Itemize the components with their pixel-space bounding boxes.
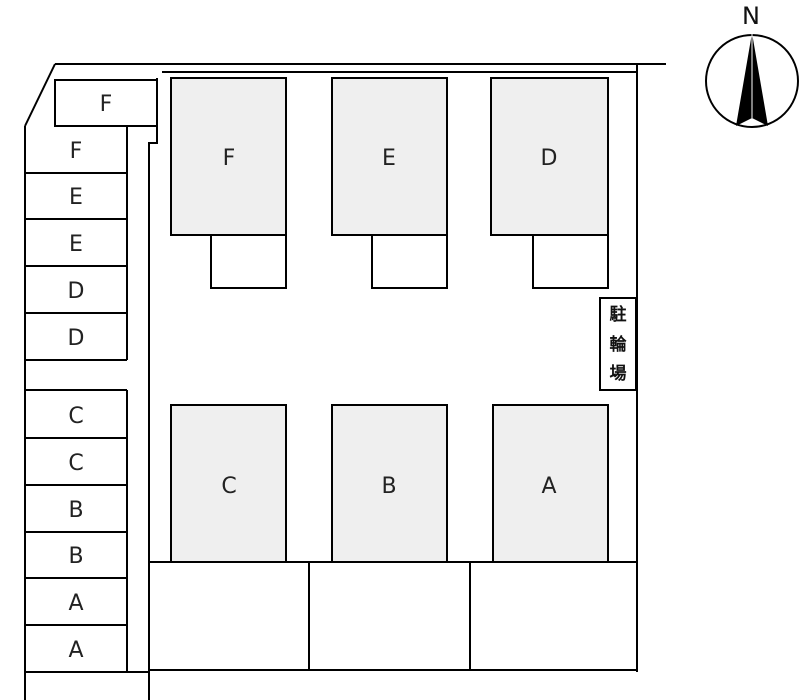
parking-slot-angled <box>54 79 158 127</box>
parking-label: D <box>68 279 85 304</box>
inner-lot-edge <box>148 78 158 700</box>
building-label: C <box>221 474 236 499</box>
compass-north-label: N <box>742 2 760 30</box>
bicycle-parking-char: 駐 <box>610 304 627 325</box>
annex-top-2 <box>371 234 448 289</box>
bicycle-parking-char: 輪 <box>610 334 628 355</box>
building-label: A <box>541 474 556 499</box>
parking-label: D <box>68 326 85 351</box>
building-top-1 <box>170 77 287 236</box>
parking-label: C <box>68 404 83 429</box>
building-bottom-2 <box>331 404 448 563</box>
building-top-2 <box>331 77 448 236</box>
annex-top-1 <box>210 234 287 289</box>
parking-label: F <box>70 139 83 164</box>
building-label: F <box>223 146 236 171</box>
parking-label: B <box>68 544 83 569</box>
parking-label: B <box>68 498 83 523</box>
building-bottom-1 <box>170 404 287 563</box>
parking-label: C <box>68 451 83 476</box>
bicycle-parking-char: 場 <box>610 364 627 384</box>
bicycle-parking-box <box>599 297 637 391</box>
parking-label-angled: F <box>100 92 113 117</box>
parking-label: E <box>69 232 83 257</box>
building-label: B <box>381 474 396 499</box>
building-label: E <box>382 146 396 171</box>
annex-top-3 <box>532 234 609 289</box>
building-label: D <box>541 146 558 171</box>
compass-icon: N <box>705 2 799 128</box>
parking-label: A <box>68 638 83 663</box>
site-boundary-left-diagonal <box>24 63 56 127</box>
parking-label: E <box>69 185 83 210</box>
building-top-3 <box>490 77 609 236</box>
building-bottom-3 <box>492 404 609 563</box>
parking-label: A <box>68 591 83 616</box>
